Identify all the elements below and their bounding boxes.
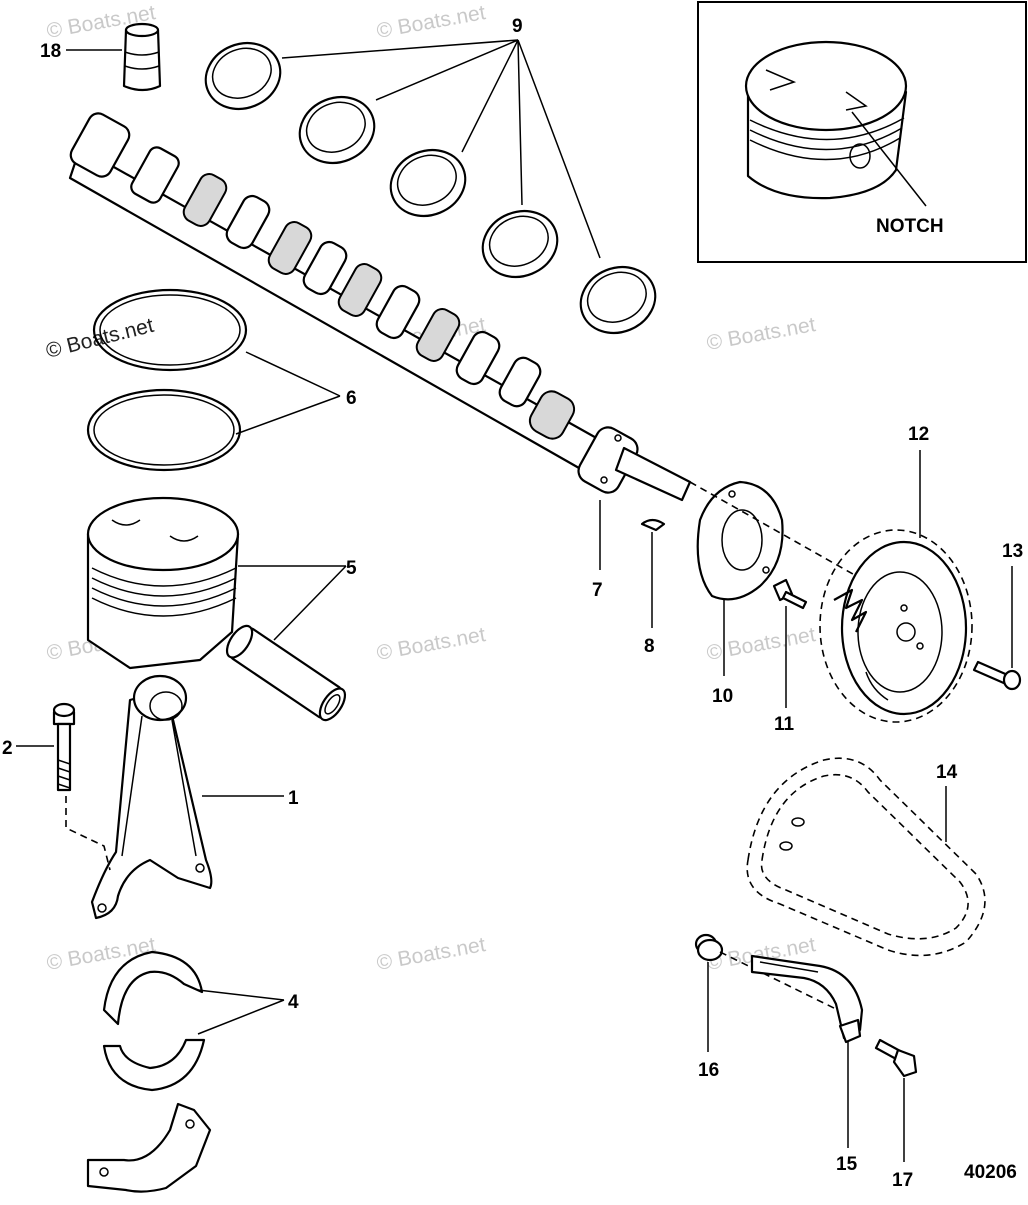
callout-14: 14 [936, 762, 958, 783]
callout-17: 17 [892, 1170, 913, 1191]
callout-13: 13 [1002, 541, 1023, 562]
part-17-bolt: 17 [874, 1038, 918, 1191]
callout-7: 7 [592, 580, 603, 601]
callout-18: 18 [40, 41, 61, 62]
callout-15: 15 [836, 1154, 858, 1175]
callout-12: 12 [908, 424, 929, 445]
callout-11: 11 [774, 714, 795, 735]
watermark: © Boats.net [375, 623, 488, 665]
part-10-thrust-plate: 10 [689, 480, 861, 707]
callout-5: 5 [346, 558, 357, 579]
callout-9: 9 [512, 16, 523, 37]
part-1-connecting-rod: 1 [90, 674, 299, 920]
camshaft: 7 [68, 112, 692, 601]
callout-10: 10 [712, 686, 733, 707]
part-15-chain-damper: 15 [750, 954, 864, 1175]
callout-16: 16 [698, 1060, 719, 1081]
watermark: © Boats.net [375, 1, 488, 43]
part-4-rod-bearings: 4 [86, 950, 299, 1193]
watermark: © Boats.net [705, 313, 818, 355]
part-8-key: 8 [640, 518, 666, 657]
part-9-cam-bearings: 9 [204, 16, 657, 335]
diagram-number: 40206 [964, 1162, 1017, 1183]
inset-label: NOTCH [876, 216, 944, 237]
watermark-dark: © Boats.net [44, 314, 156, 363]
callout-1: 1 [288, 788, 299, 809]
callout-8: 8 [644, 636, 655, 657]
part-13-bolt: 13 [972, 541, 1023, 691]
part-6-piston-rings: 6 [86, 288, 357, 472]
part-12-cam-sprocket: 12 [819, 424, 973, 723]
watermark: © Boats.net [375, 933, 488, 975]
part-16-bushing: 16 [694, 933, 843, 1081]
callout-6: 6 [346, 388, 357, 409]
inset-piston-notch: NOTCH [697, 1, 1027, 263]
callout-4: 4 [288, 992, 299, 1013]
part-2-rod-bolt: 2 [2, 702, 111, 871]
part-11-bolt: 11 [772, 578, 808, 735]
part-18-lifter: 18 [40, 22, 162, 92]
watermark: © Boats.net [705, 623, 818, 665]
part-14-timing-chain: 14 [746, 757, 986, 957]
part-5-piston: 5 [86, 496, 357, 722]
callout-2: 2 [2, 738, 13, 759]
